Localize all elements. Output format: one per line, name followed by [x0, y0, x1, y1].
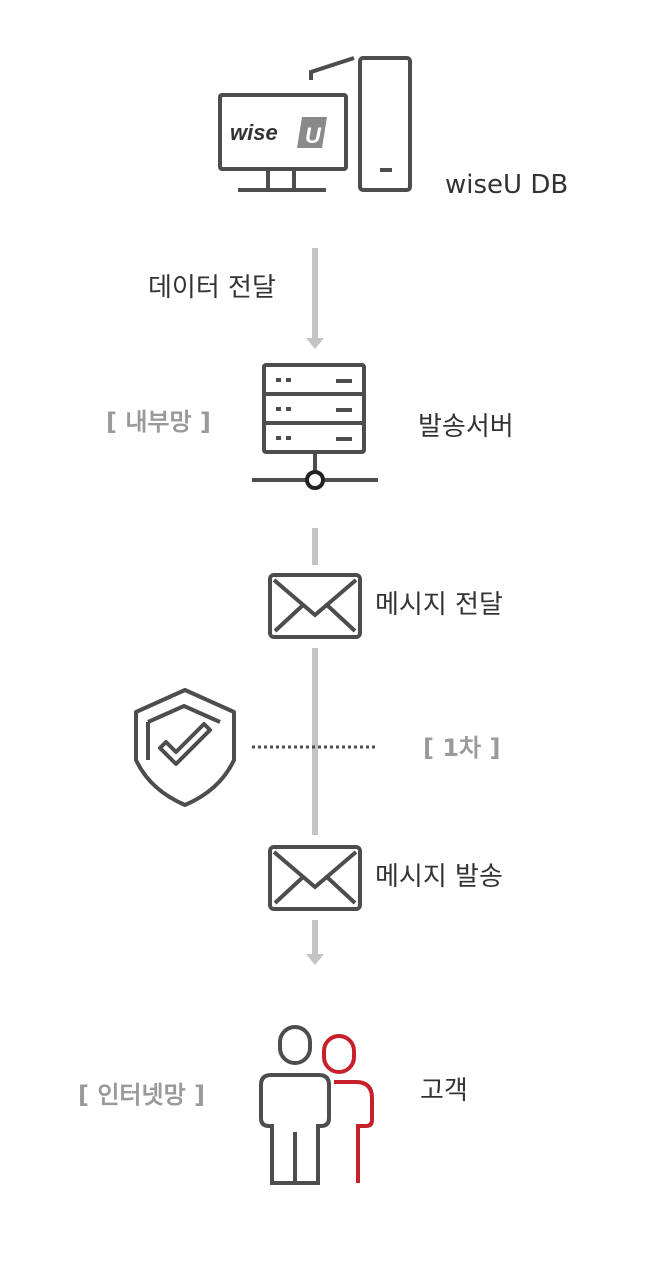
customer-label: 고객	[420, 1076, 468, 1106]
computer-db-icon	[218, 56, 412, 192]
flow-arrow-send	[306, 920, 324, 965]
flow-arrow-data	[306, 248, 324, 349]
customer-gray-icon	[259, 1025, 331, 1185]
envelope-icon	[268, 573, 362, 639]
first-stage-label: [ 1차 ]	[423, 734, 501, 762]
envelope-icon	[268, 845, 362, 911]
wise-logo-badge	[297, 117, 327, 148]
internal-network-label: [ 내부망 ]	[106, 408, 211, 436]
message-transfer-label: 메시지 전달	[375, 590, 503, 620]
server-label: 발송서버	[418, 412, 514, 442]
data-transfer-label: 데이터 전달	[148, 273, 276, 303]
message-send-label: 메시지 발송	[375, 862, 503, 892]
internet-network-label: [ 인터넷망 ]	[78, 1081, 205, 1109]
customer-red-icon	[322, 1034, 374, 1183]
server-icon	[252, 363, 378, 490]
shield-check-icon	[134, 688, 236, 807]
db-label: wiseU DB	[445, 170, 569, 200]
wise-logo-text: wise	[230, 120, 278, 145]
wise-logo-badge-letter: U	[305, 123, 322, 148]
